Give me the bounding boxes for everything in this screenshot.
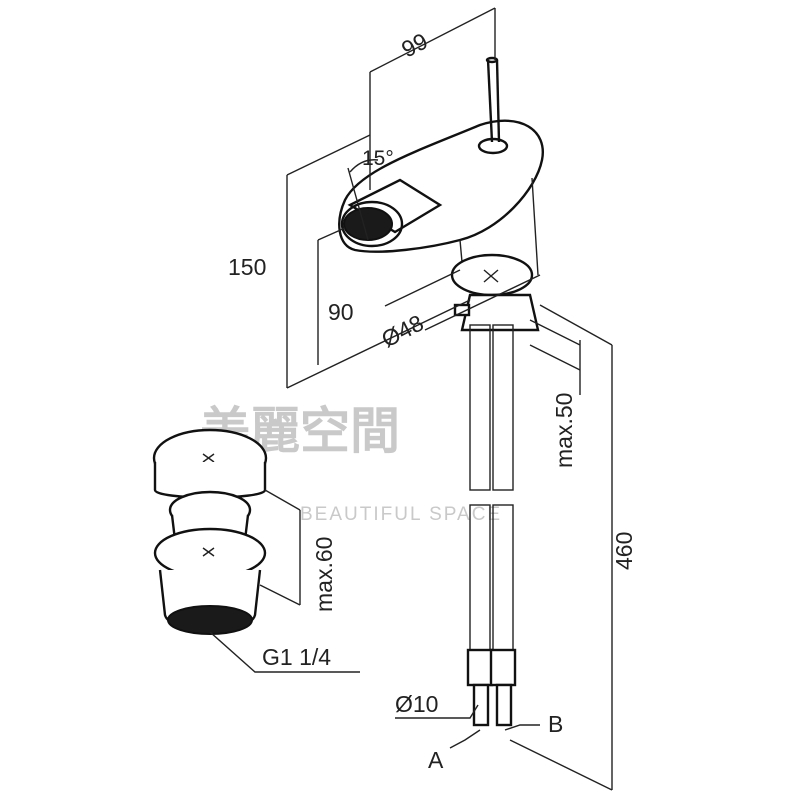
dim-90: 90	[328, 299, 354, 325]
dim-g1-1-4: G1 1/4	[262, 644, 331, 670]
dimension-lines	[209, 7, 613, 791]
dim-99: 99	[397, 28, 432, 63]
watermark-en: BEAUTIFUL SPACE	[300, 504, 502, 525]
dim-150: 150	[228, 254, 266, 280]
label-b: B	[548, 711, 563, 737]
dim-angle: 15°	[362, 147, 394, 170]
faucet-body	[338, 56, 545, 276]
dim-460: 460	[611, 532, 637, 570]
waste-drain	[152, 428, 268, 635]
dimension-labels: 99 15° 150 90 Ø48 max.50 460 max.60 G1 1…	[228, 28, 637, 773]
dim-max50: max.50	[551, 393, 577, 468]
dim-max60: max.60	[311, 537, 337, 612]
dim-hose-diameter: Ø10	[395, 691, 438, 717]
base-flange	[450, 253, 540, 332]
hoses	[466, 324, 517, 727]
dim-base-diameter: Ø48	[377, 310, 428, 353]
label-a: A	[428, 747, 444, 773]
